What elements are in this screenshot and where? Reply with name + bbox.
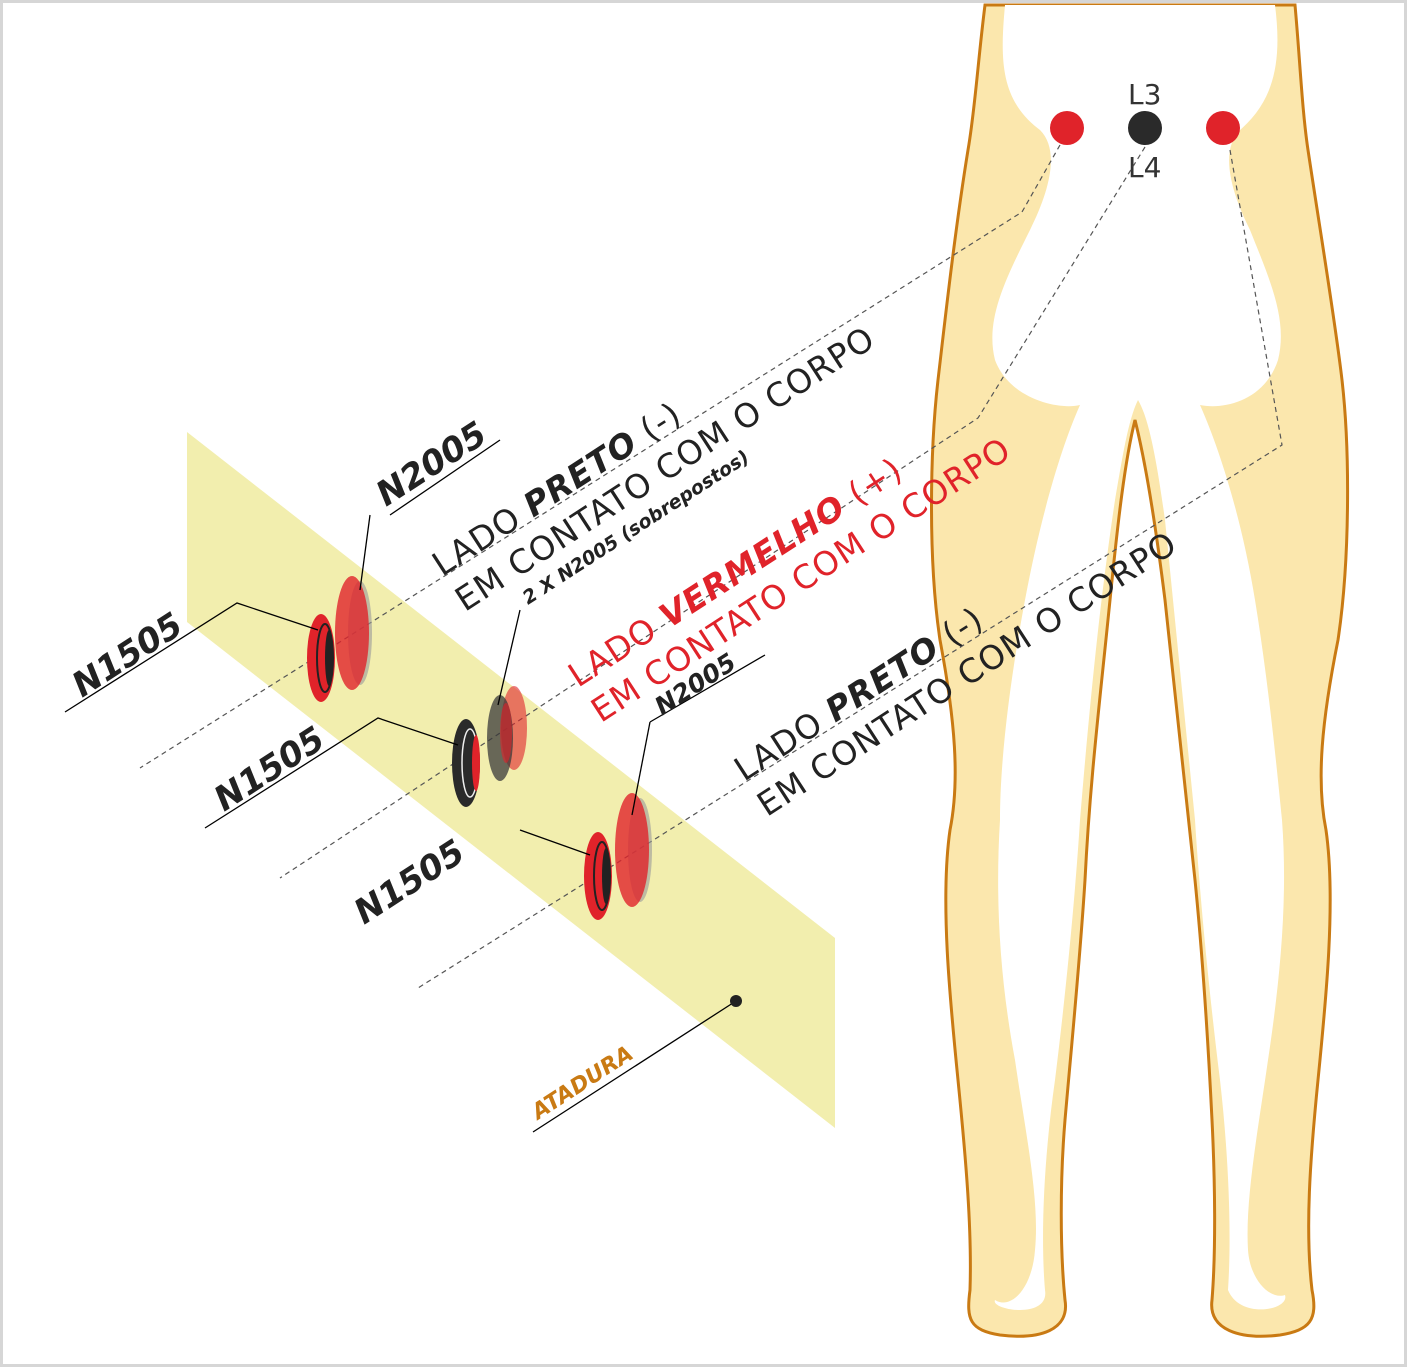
- magnet-n2005-top: [335, 576, 372, 690]
- label-n1505-mid: N1505: [207, 719, 332, 820]
- label-n1505-bot: N1505: [347, 832, 472, 933]
- magnet-n1505-bot: [584, 832, 612, 920]
- leader-atadura: [532, 1000, 737, 1133]
- vertebra-l4-label: L4: [1128, 151, 1161, 184]
- body-back-view: [930, 3, 1350, 1338]
- atadura-marker-dot: [730, 995, 742, 1007]
- acupoints: L3 L4: [1050, 78, 1240, 184]
- black-point-center: [1128, 111, 1162, 145]
- label-atadura: ATADURA: [526, 1041, 638, 1126]
- leader-n2005-bot: [631, 721, 651, 816]
- magnet-n1505-top: [307, 614, 335, 702]
- leader-n2005-bot-underline: [649, 654, 766, 723]
- leader-n2005-top: [359, 514, 371, 591]
- label-n1505-top: N1505: [65, 605, 190, 706]
- magnet-double-n2005: [487, 686, 527, 781]
- leader-n1505-top: [64, 602, 319, 713]
- magnet-n2005-bot: [615, 793, 652, 907]
- leader-n1505-mid: [204, 717, 459, 829]
- dash-line-right-point: [417, 149, 1283, 989]
- leader-n1505-bot: [519, 829, 591, 856]
- leader-n2005-top-underline: [389, 439, 501, 516]
- red-point-left: [1050, 111, 1084, 145]
- magnet-n1505-mid: [452, 719, 480, 807]
- label-n2005-top: N2005: [369, 414, 494, 515]
- red-point-right: [1206, 111, 1240, 145]
- leader-double-n2005: [497, 609, 521, 706]
- vertebra-l3-label: L3: [1128, 78, 1161, 111]
- leader-lines: [64, 439, 766, 1133]
- body-inner-highlight: [992, 5, 1286, 1310]
